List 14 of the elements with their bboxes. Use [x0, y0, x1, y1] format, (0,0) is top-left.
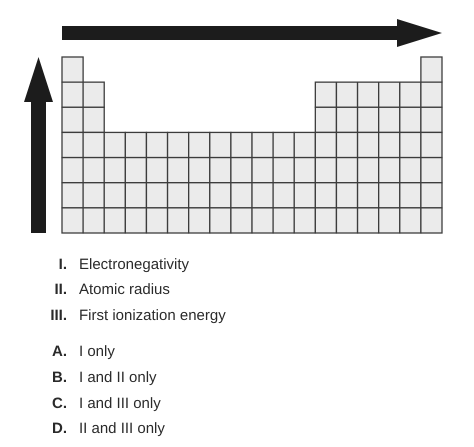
- roman-numeral: II.: [54, 281, 67, 299]
- roman-numeral: III.: [50, 307, 67, 325]
- roman-numeral: I.: [58, 256, 67, 274]
- option-text: I only: [79, 343, 115, 361]
- option-letter: A.: [52, 343, 67, 361]
- option-letter: D.: [52, 420, 67, 438]
- option-text: I and II only: [79, 369, 157, 387]
- option-text: I and III only: [79, 395, 161, 413]
- statement-text: First ionization energy: [79, 307, 226, 325]
- option-text: II and III only: [79, 420, 165, 438]
- statement-text: Electronegativity: [79, 256, 190, 274]
- option-letter: B.: [52, 369, 67, 387]
- statement-text: Atomic radius: [79, 281, 170, 299]
- option-letter: C.: [52, 395, 67, 413]
